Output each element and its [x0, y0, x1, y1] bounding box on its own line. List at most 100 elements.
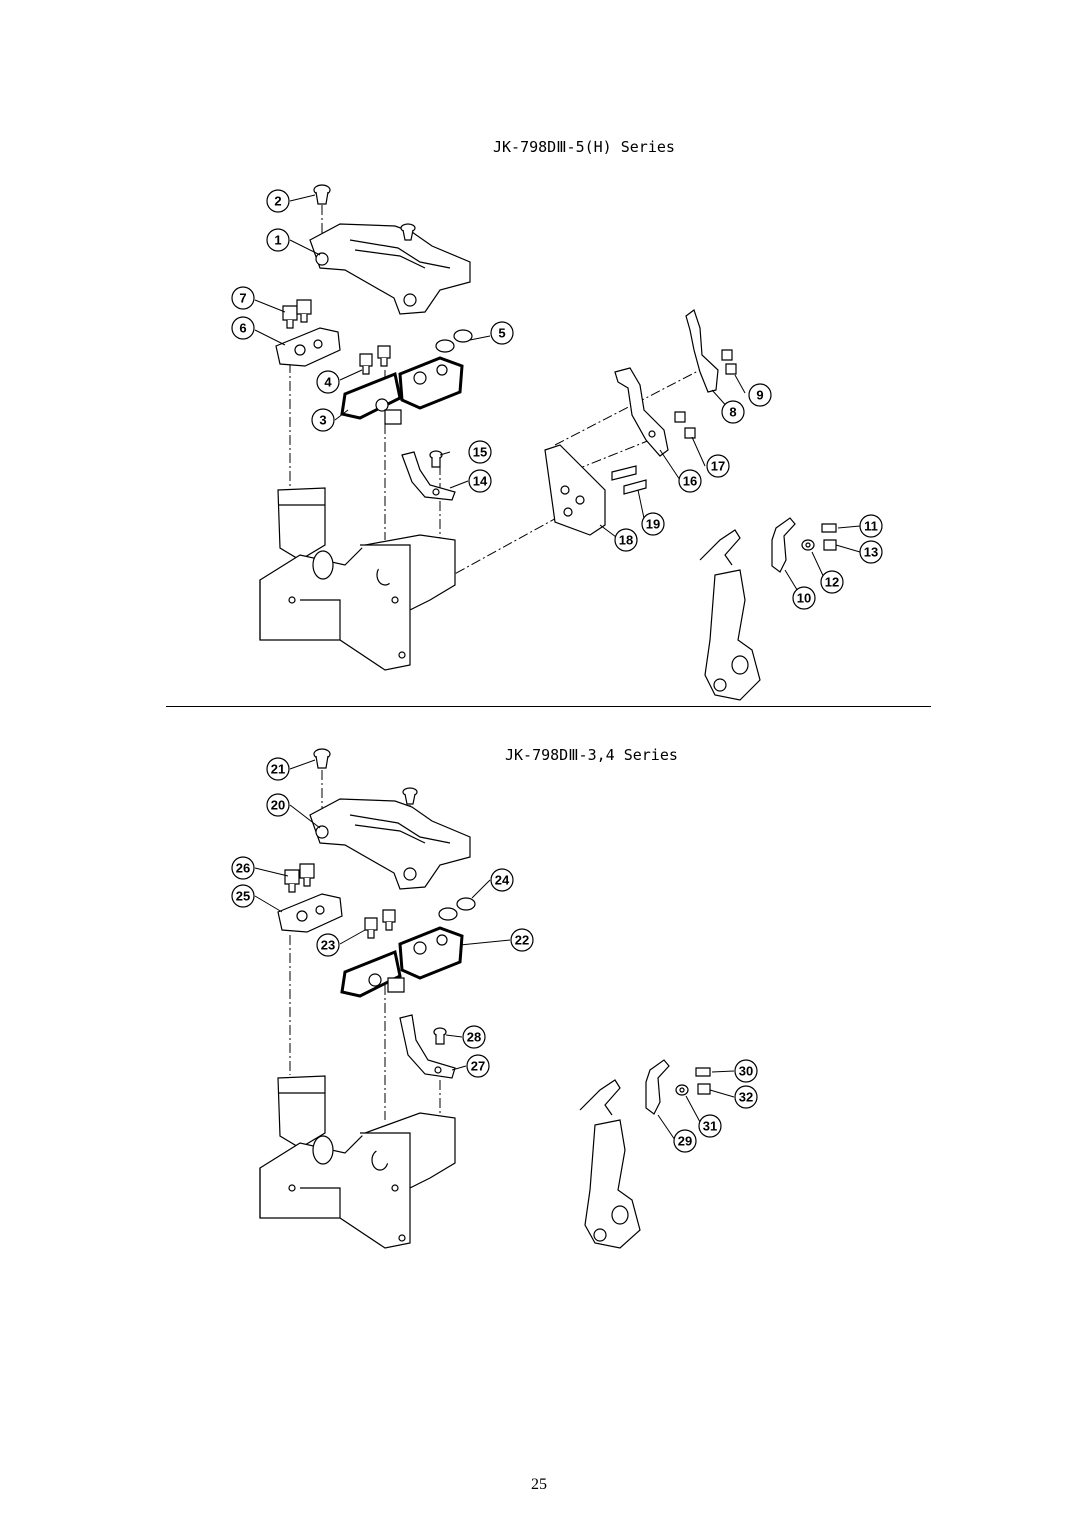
svg-text:2: 2 — [274, 194, 281, 209]
washer — [801, 539, 815, 551]
screw — [429, 450, 443, 468]
callout-16: 16 — [678, 469, 702, 493]
svg-text:6: 6 — [239, 321, 246, 336]
screw — [400, 223, 416, 241]
svg-text:15: 15 — [473, 445, 487, 460]
screw-pair — [438, 897, 476, 921]
svg-text:11: 11 — [864, 519, 878, 534]
svg-text:20: 20 — [271, 798, 285, 813]
screw-pair — [284, 863, 315, 893]
callout-17: 17 — [706, 454, 730, 478]
alignment-line — [574, 439, 651, 471]
svg-text:7: 7 — [239, 291, 246, 306]
throat-plate — [309, 798, 471, 890]
alignment-line — [439, 515, 561, 583]
callout-10: 10 — [792, 586, 816, 610]
page-number: 25 — [531, 1476, 547, 1493]
svg-text:8: 8 — [729, 405, 736, 420]
callout-1: 1 — [266, 228, 290, 252]
screw-pair — [721, 349, 737, 375]
callout-11: 11 — [859, 514, 883, 538]
screw — [402, 787, 418, 805]
callout-12: 12 — [820, 570, 844, 594]
svg-text:29: 29 — [678, 1134, 692, 1149]
svg-text:21: 21 — [271, 762, 285, 777]
throat-plate — [309, 223, 471, 315]
svg-text:5: 5 — [498, 326, 505, 341]
svg-text:16: 16 — [683, 474, 697, 489]
screw — [433, 1027, 447, 1045]
screw-pair — [674, 411, 696, 439]
screw — [313, 748, 331, 769]
svg-text:23: 23 — [321, 938, 335, 953]
svg-text:28: 28 — [467, 1030, 481, 1045]
svg-text:26: 26 — [236, 861, 250, 876]
lower-knife-assembly — [579, 1059, 670, 1249]
callout-9: 9 — [748, 383, 772, 407]
thread-guide-bracket — [401, 451, 456, 501]
svg-text:17: 17 — [711, 459, 725, 474]
svg-text:30: 30 — [739, 1064, 753, 1079]
section-divider — [166, 706, 931, 707]
callout-5: 5 — [490, 321, 514, 345]
upper-knife-lever — [685, 309, 719, 393]
svg-text:4: 4 — [324, 375, 332, 390]
thread-guide-bracket — [399, 1014, 456, 1079]
machine-body — [259, 1075, 456, 1249]
svg-text:31: 31 — [703, 1119, 717, 1134]
callout-25: 25 — [231, 884, 255, 908]
lower-knife-assembly — [699, 517, 796, 701]
alignment-line — [554, 369, 701, 446]
needle-guard-block — [277, 893, 343, 933]
callout-24: 24 — [490, 868, 514, 892]
screw — [695, 1067, 711, 1095]
exploded-diagram-bottom: 21 20 26 25 24 22 23 28 27 30 32 31 29 — [231, 748, 758, 1249]
callout-27: 27 — [466, 1054, 490, 1078]
svg-text:25: 25 — [236, 889, 250, 904]
section-title-bottom: JK-798DⅢ-3,4 Series — [505, 746, 678, 764]
callout-7: 7 — [231, 286, 255, 310]
callout-19: 19 — [641, 512, 665, 536]
svg-text:24: 24 — [495, 873, 510, 888]
svg-text:19: 19 — [646, 517, 660, 532]
screw-pair — [611, 465, 647, 495]
callout-26: 26 — [231, 856, 255, 880]
callout-3: 3 — [311, 408, 335, 432]
knife-holder — [544, 444, 606, 536]
svg-text:14: 14 — [473, 474, 488, 489]
needle-plate-support — [340, 926, 464, 998]
callout-23: 23 — [316, 933, 340, 957]
callout-29: 29 — [673, 1129, 697, 1153]
needle-plate-support — [340, 356, 464, 425]
svg-text:3: 3 — [319, 413, 326, 428]
callout-20: 20 — [266, 793, 290, 817]
callout-4: 4 — [316, 370, 340, 394]
screw-pair — [359, 345, 391, 375]
screw — [821, 523, 837, 551]
svg-text:27: 27 — [471, 1059, 485, 1074]
exploded-diagram-top: 2 1 7 6 5 4 3 8 9 15 14 17 16 19 18 11 1… — [231, 184, 883, 701]
svg-text:13: 13 — [864, 545, 878, 560]
callout-28: 28 — [462, 1025, 486, 1049]
svg-text:1: 1 — [274, 233, 281, 248]
callout-2: 2 — [266, 189, 290, 213]
svg-text:18: 18 — [619, 533, 633, 548]
needle-guard-block — [275, 327, 341, 367]
svg-text:22: 22 — [515, 933, 529, 948]
callout-8: 8 — [721, 400, 745, 424]
screw-pair — [364, 909, 396, 939]
svg-text:10: 10 — [797, 591, 811, 606]
callout-14: 14 — [468, 469, 492, 493]
callout-13: 13 — [859, 540, 883, 564]
knife-lever — [614, 367, 669, 457]
callout-21: 21 — [266, 757, 290, 781]
washer — [675, 1084, 689, 1096]
svg-text:9: 9 — [756, 388, 763, 403]
callout-32: 32 — [734, 1085, 758, 1109]
callout-6: 6 — [231, 316, 255, 340]
machine-body — [259, 487, 456, 671]
svg-text:12: 12 — [825, 575, 839, 590]
section-title-top: JK-798DⅢ-5(H) Series — [493, 138, 675, 156]
callout-30: 30 — [734, 1059, 758, 1083]
callout-22: 22 — [510, 928, 534, 952]
